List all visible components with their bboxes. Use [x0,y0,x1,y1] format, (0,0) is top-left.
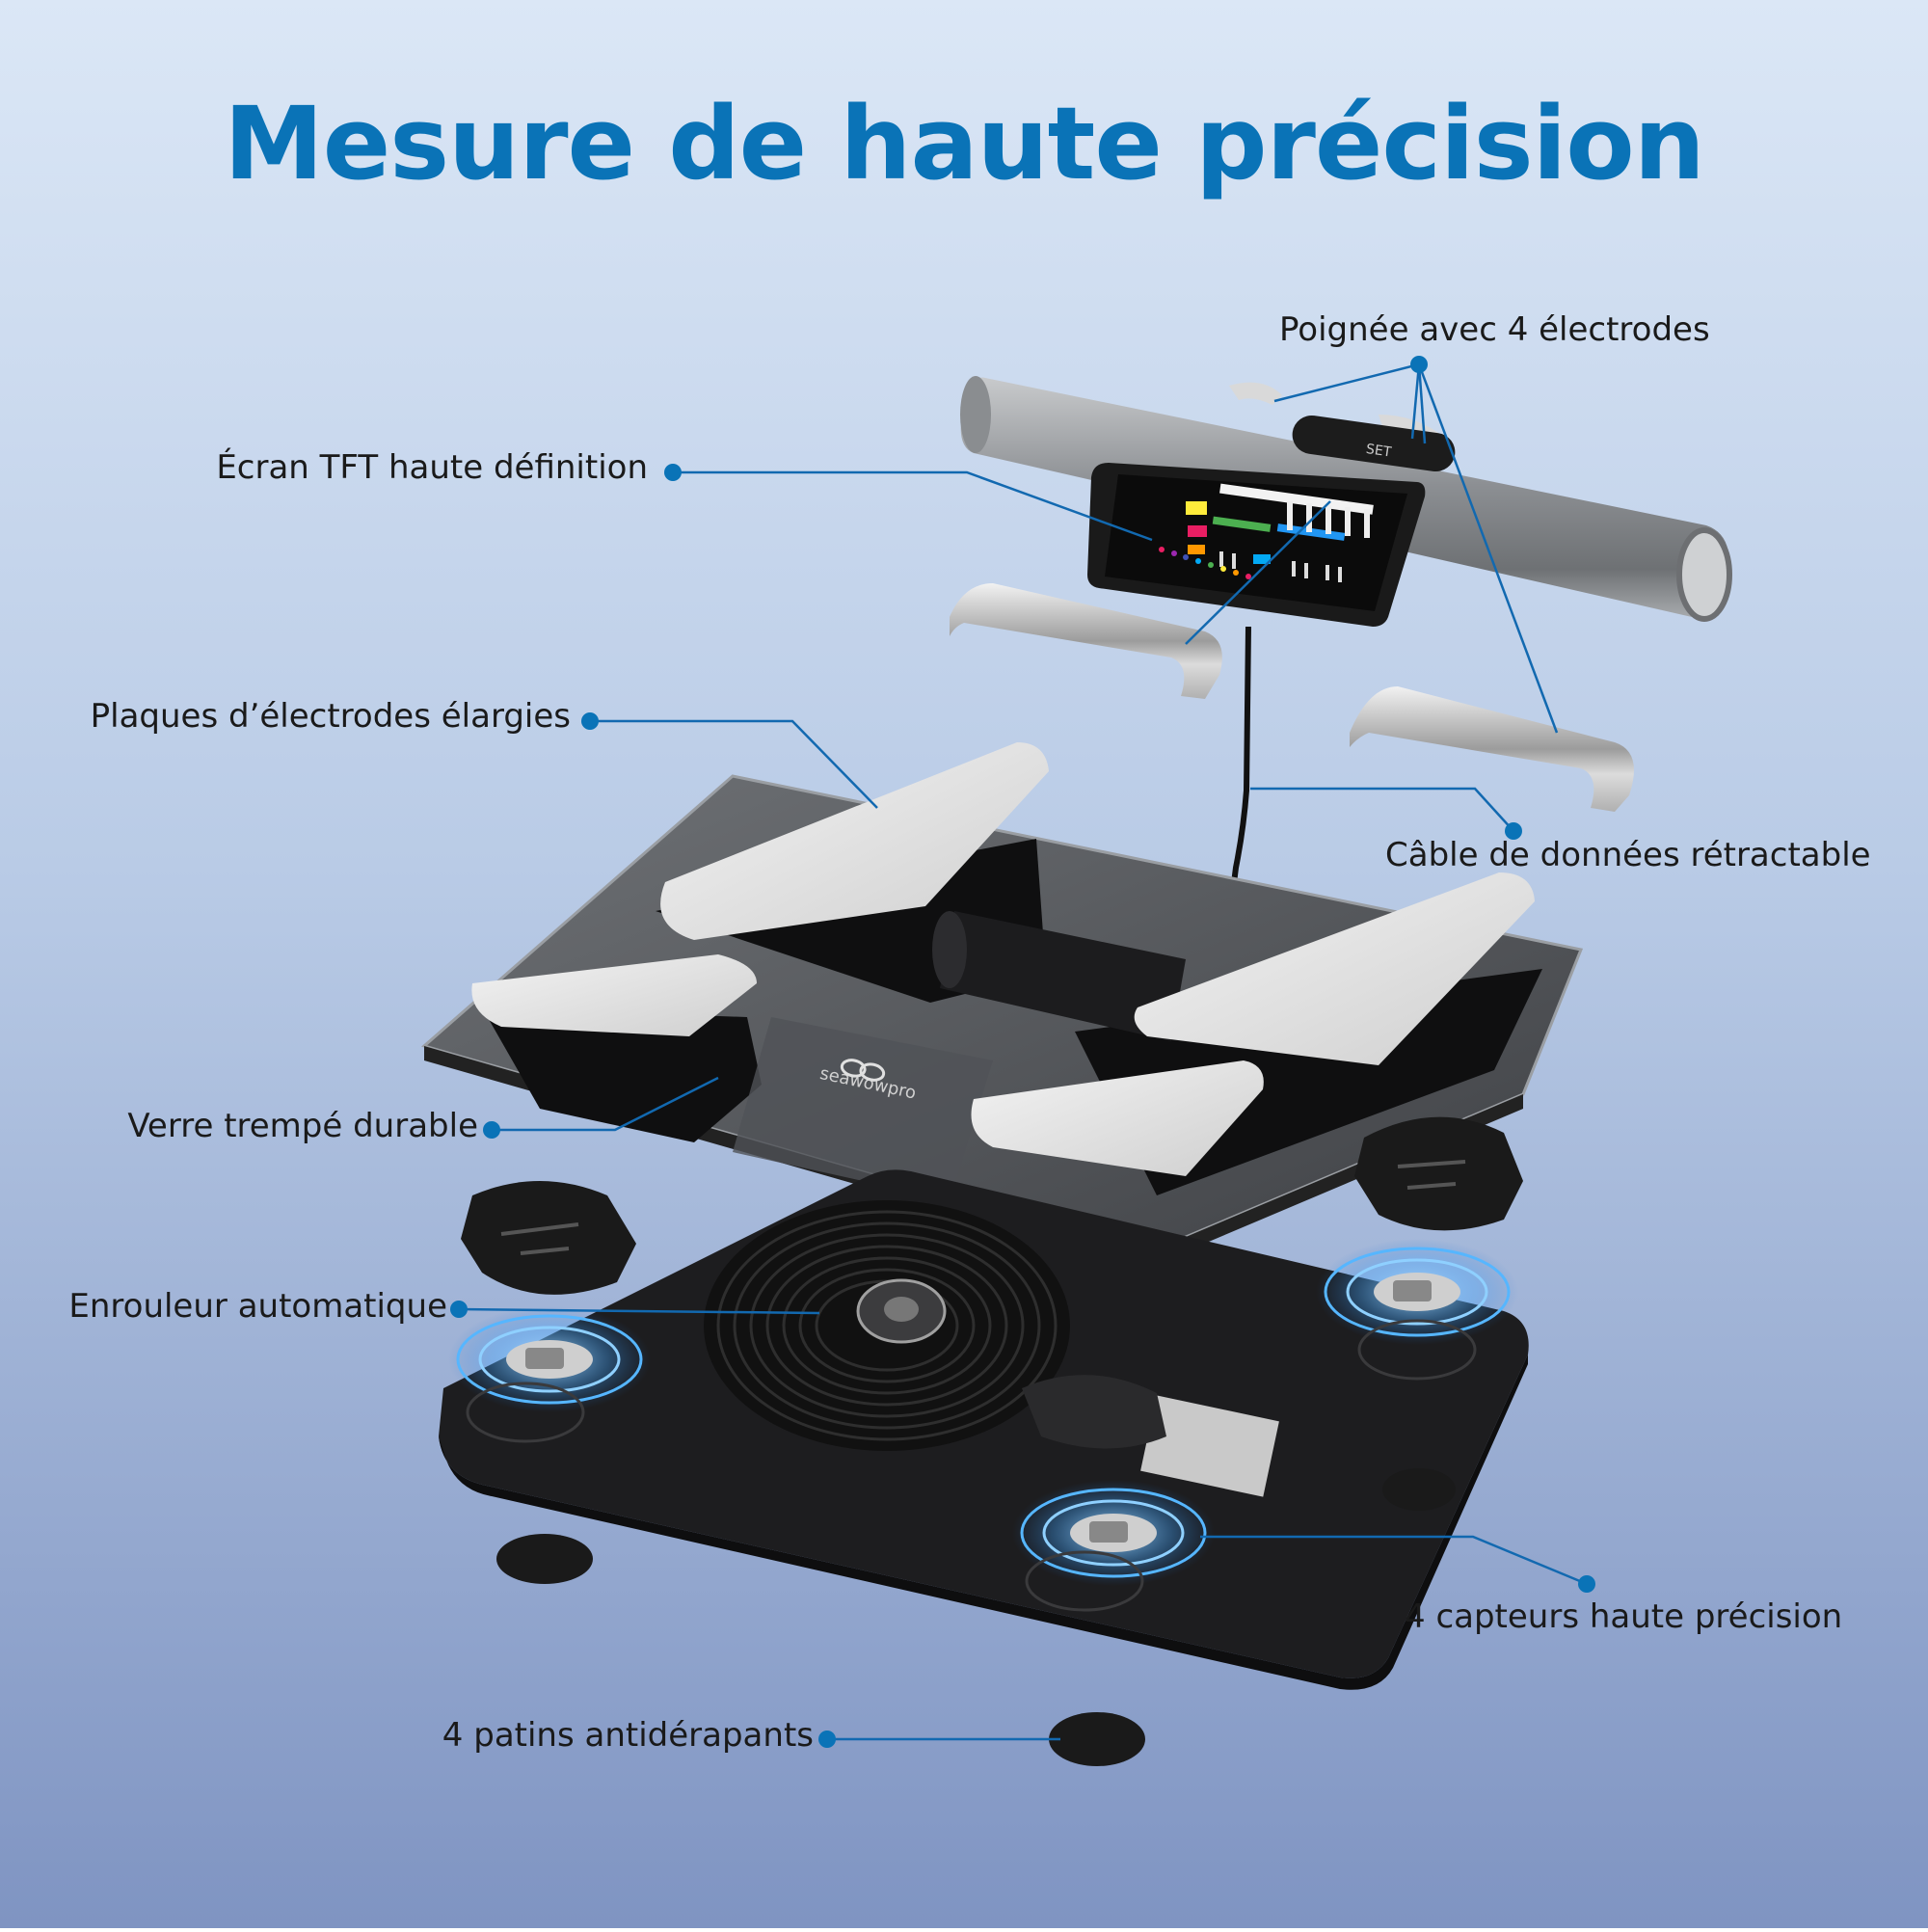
brand-logo-icon [840,1059,886,1082]
anti-slip-pad-2 [1382,1468,1456,1511]
label-precision-sensors: 4 capteurs haute précision [1405,1597,1843,1636]
label-electrode-plates: Plaques d’électrodes élargies [90,697,571,736]
label-tempered-glass: Verre trempé durable [127,1107,478,1145]
foot-plate-1 [660,742,1049,940]
page-title: Mesure de haute précision [224,85,1705,202]
label-handle-electrodes: Poignée avec 4 électrodes [1279,310,1710,349]
anti-slip-pad-1 [496,1534,593,1584]
label-retractable-cable: Câble de données rétractable [1385,836,1871,874]
label-anti-slip-pads: 4 patins antidérapants [442,1716,814,1755]
sensor-housing-right [1354,1116,1523,1231]
leader-dots [450,356,1595,1748]
leader-lines [458,362,1588,1741]
anti-slip-pad-3 [1049,1712,1145,1766]
load-sensor-bottom [1012,1480,1215,1586]
foot-plate-3 [1134,872,1535,1065]
label-tft-screen: Écran TFT haute définition [216,448,648,487]
circuit-board [1140,1395,1279,1497]
tft-screen: 0 [1087,463,1426,627]
foot-plate-2 [471,954,757,1036]
electrode-left [950,583,1222,699]
label-auto-winder: Enrouleur automatique [68,1287,447,1326]
svg-text:SET: SET [1365,442,1393,461]
battery-compartment [1022,1375,1166,1449]
auto-winder [704,1200,1070,1451]
load-sensor-right [1316,1239,1518,1345]
sensor-housing-left [461,1181,636,1295]
data-cable [1223,626,1251,946]
electrode-right [1350,686,1634,812]
sensor-seats [466,1319,1477,1612]
foot-plate-4 [971,1060,1264,1176]
